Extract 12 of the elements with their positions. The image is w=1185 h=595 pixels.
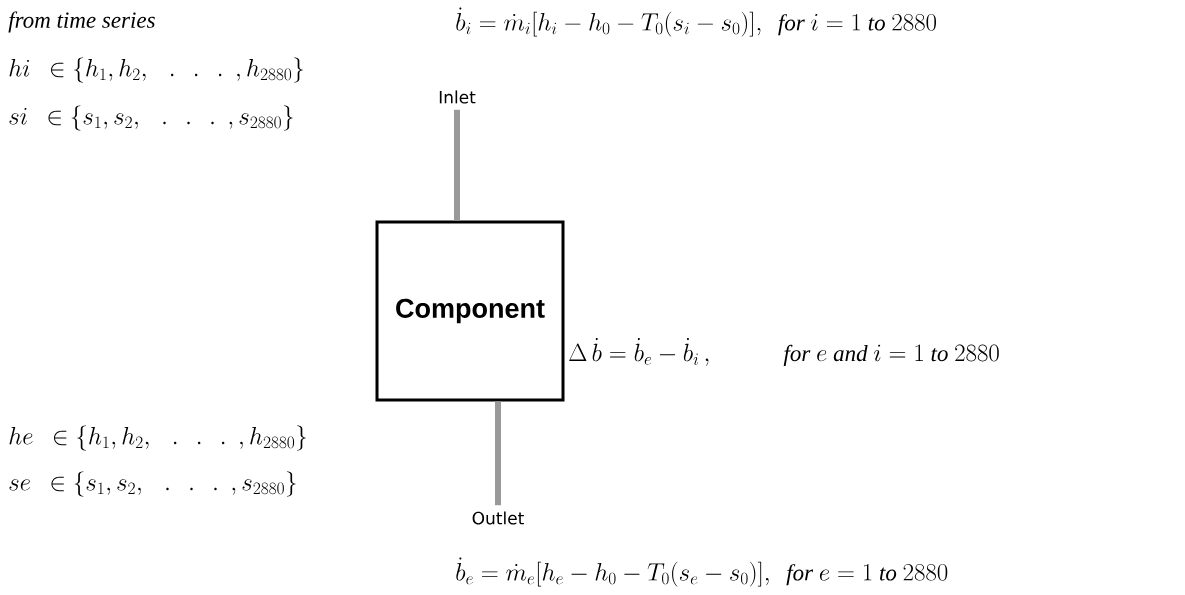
pipe-line [495,401,501,506]
equation: $\dot{b}_i = \dot{m}_i[h_i - h_0 - T_0(s_i - s_0)],\ \ \mathit{for}\ i = 1\ \mathit{to}\ 2880$ [456,7,936,37]
equation: $se\ \ \in \{s_1, s_2,\ \ \ .\ \ \ .\ \ \ .\ \ , s_{2880}\}$ [9,471,296,497]
component-box: Component [375,220,565,402]
port-label: Inlet [439,90,476,104]
equation: $hi\ \ \in \{h_1, h_2,\ \ \ .\ \ \ .\ \ \ .\ \ , h_{2880}\}$ [9,57,303,83]
pipe-line [454,109,460,221]
equation: $\dot{b}_e = \dot{m}_e[h_e - h_0 - T_0(s_e - s_0)],\ \ \mathit{for}\ e = 1\ \mathit{to}\ 2880$ [456,557,948,587]
port-label: Outlet [472,511,524,525]
equation: $he\ \ \in \{h_1, h_2,\ \ \ .\ \ \ .\ \ \ .\ \ , h_{2880}\}$ [9,425,306,451]
equation: $si\ \ \in \{s_1, s_2,\ \ \ .\ \ \ .\ \ \ .\ \ , s_{2880}\}$ [9,105,293,131]
annotation-text: from time series [8,11,155,33]
